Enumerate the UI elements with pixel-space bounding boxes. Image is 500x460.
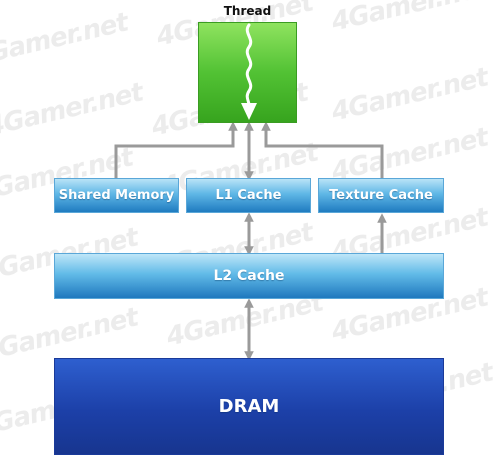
thread-box: [198, 22, 297, 123]
l1-cache-label: L1 Cache: [215, 188, 282, 203]
arrow-texture-cache-to-thread: [261, 121, 384, 178]
texture-cache-label: Texture Cache: [329, 188, 433, 203]
dram-label: DRAM: [218, 396, 280, 417]
l2-cache-box: L2 Cache: [54, 253, 444, 299]
thread-label: Thread: [223, 4, 272, 18]
thread-squiggle-icon: [241, 23, 257, 120]
dram-box: DRAM: [54, 358, 444, 455]
l1-cache-box: L1 Cache: [186, 178, 311, 213]
texture-cache-box: Texture Cache: [318, 178, 444, 213]
arrow-shared-memory-to-thread: [114, 121, 238, 178]
shared-memory-box: Shared Memory: [54, 178, 179, 213]
l2-cache-label: L2 Cache: [213, 268, 285, 284]
shared-memory-label: Shared Memory: [58, 188, 175, 203]
